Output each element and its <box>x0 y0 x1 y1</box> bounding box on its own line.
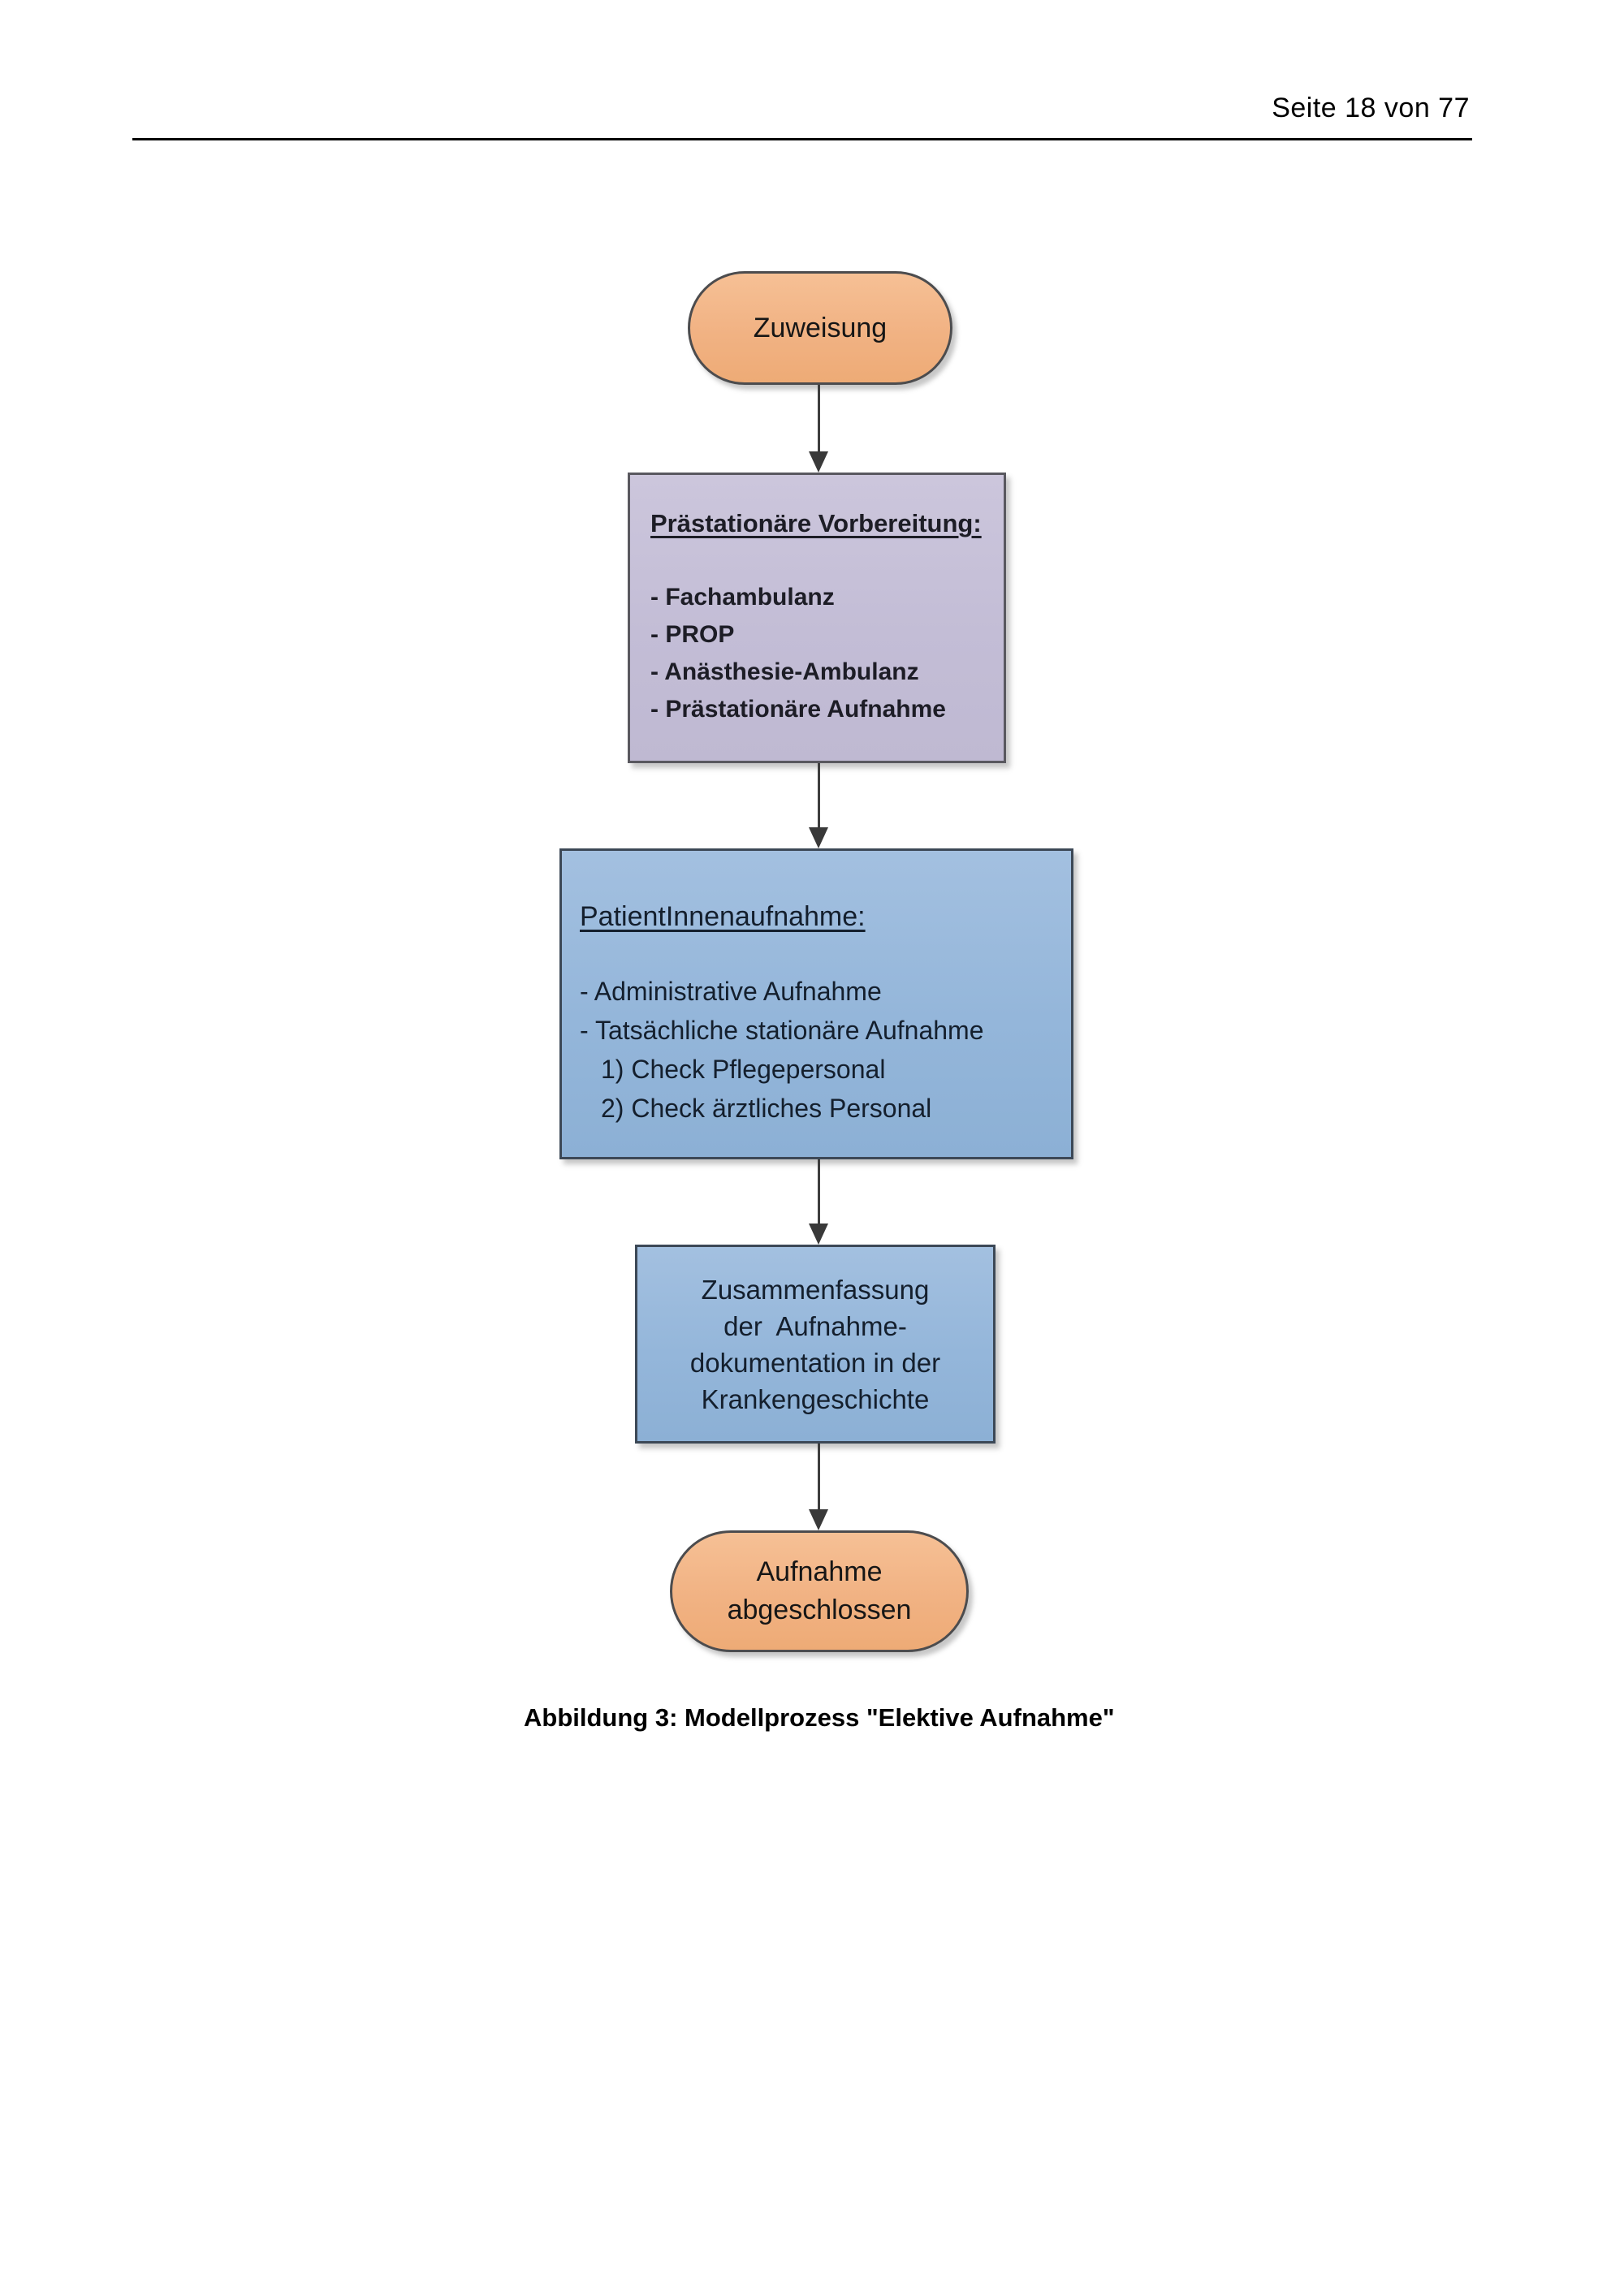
summary-line-4: Krankengeschichte <box>701 1383 930 1414</box>
prep-item-1: - Fachambulanz <box>650 584 835 611</box>
arrow-head-icon <box>809 451 828 473</box>
admission-item-1: - Administrative Aufnahme <box>580 977 882 1006</box>
flow-node-prep: Prästationäre Vorbereitung: - Fachambula… <box>628 473 1006 763</box>
flow-arrow-1 <box>809 385 828 473</box>
flow-node-start-label: Zuweisung <box>753 312 888 343</box>
flow-node-end-label: Aufnahme abgeschlossen <box>728 1553 912 1629</box>
flow-node-end: Aufnahme abgeschlossen <box>670 1530 969 1652</box>
admission-item-4: 2) Check ärztliches Personal <box>601 1094 932 1123</box>
admission-item-3: 1) Check Pflegepersonal <box>601 1055 886 1084</box>
prep-item-2: - PROP <box>650 621 735 648</box>
flow-node-admission: PatientInnenaufnahme: - Administrative A… <box>559 848 1073 1159</box>
arrow-line <box>817 1159 820 1228</box>
arrow-line <box>817 1444 820 1513</box>
arrow-line <box>817 385 820 455</box>
admission-title: PatientInnenaufnahme: <box>580 901 866 932</box>
arrow-head-icon <box>809 1509 828 1530</box>
arrow-line <box>817 763 820 831</box>
flow-node-start: Zuweisung <box>688 271 952 385</box>
summary-line-1: Zusammenfassung <box>701 1274 930 1305</box>
arrow-head-icon <box>809 827 828 848</box>
admission-item-2: - Tatsächliche stationäre Aufnahme <box>580 1016 984 1045</box>
summary-line-2: der Aufnahme- <box>723 1310 907 1341</box>
prep-title: Prästationäre Vorbereitung: <box>650 509 982 537</box>
figure-caption: Abbildung 3: Modellprozess "Elektive Auf… <box>524 1703 1115 1732</box>
header-divider <box>132 138 1472 140</box>
summary-line-3: dokumentation in der <box>689 1347 941 1378</box>
prep-item-4: - Prästationäre Aufnahme <box>650 696 946 723</box>
end-line-1: Aufnahme <box>756 1556 883 1587</box>
flow-arrow-2 <box>809 763 828 848</box>
end-line-2: abgeschlossen <box>727 1595 912 1625</box>
prep-item-3: - Anästhesie-Ambulanz <box>650 658 919 685</box>
flow-node-summary: Zusammenfassung der Aufnahme- dokumentat… <box>635 1245 996 1444</box>
arrow-head-icon <box>809 1224 828 1245</box>
flow-arrow-3 <box>809 1159 828 1245</box>
admission-list: - Administrative Aufnahme - Tatsächliche… <box>580 972 1058 1128</box>
page-number: Seite 18 von 77 <box>1272 93 1470 123</box>
flow-arrow-4 <box>809 1444 828 1530</box>
prep-list: - Fachambulanz - PROP - Anästhesie-Ambul… <box>650 579 989 728</box>
